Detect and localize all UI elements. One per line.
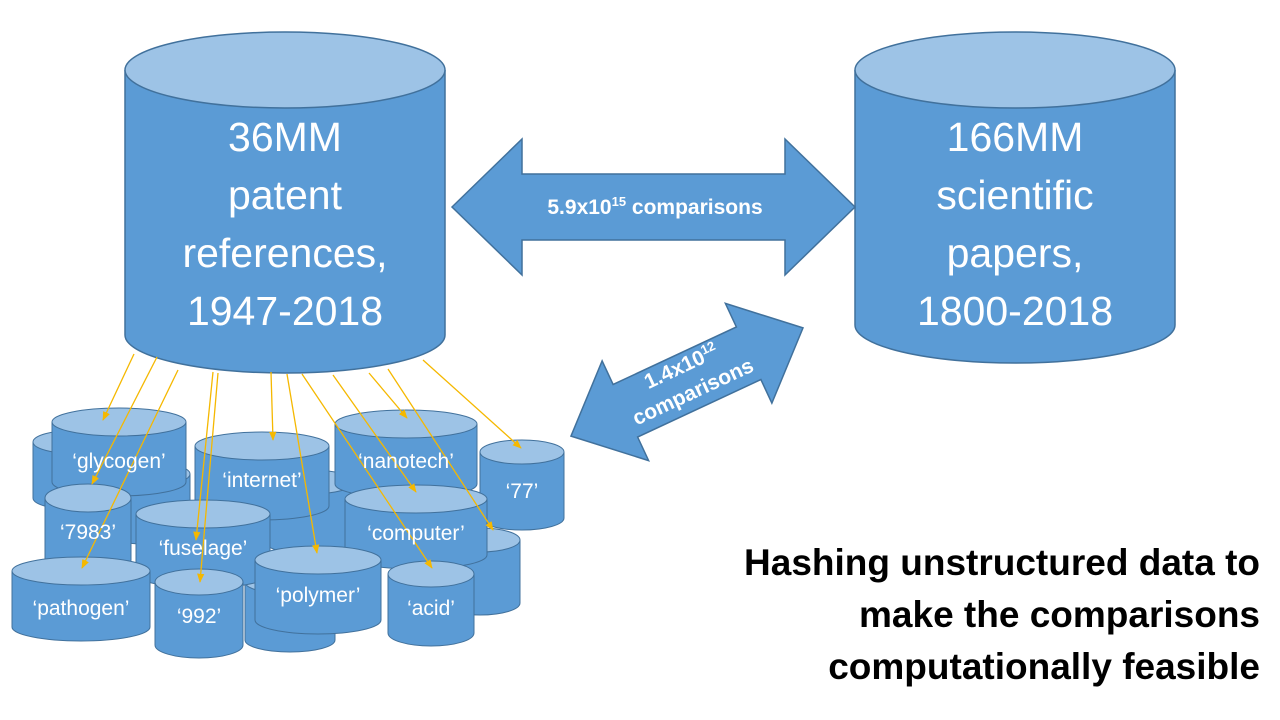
papers-database [854, 31, 1176, 364]
papers-line3: papers, [946, 230, 1084, 276]
bucket-nanotech [334, 409, 478, 499]
bucket-label: ‘internet’ [222, 469, 302, 492]
connector-line [197, 372, 219, 583]
connector-line [387, 368, 494, 531]
bucket-acid [387, 560, 475, 647]
connector-line [368, 372, 408, 419]
top-arrow-base: 5.9x10 [547, 196, 612, 219]
top-arrow-label: 5.9x1015 comparisons [490, 194, 820, 220]
bucket-label: ‘glycogen’ [72, 450, 166, 473]
bucket-label: ‘nanotech’ [358, 450, 454, 473]
headline-line2: make the comparisons [859, 594, 1260, 635]
hash-connectors [81, 353, 522, 583]
connector-line [301, 373, 433, 569]
papers-line2: scientific [936, 172, 1094, 218]
headline-line1: Hashing unstructured data to [744, 542, 1260, 583]
bucket-label: ‘acid’ [407, 597, 455, 620]
top-arrow-exponent: 15 [611, 194, 627, 209]
connector-line [102, 353, 135, 421]
connector-line [286, 373, 320, 554]
bucket-pathogen [11, 556, 151, 642]
bucket-glycogen [51, 407, 187, 497]
patents-label: 36MM patent references, 1947-2018 [125, 108, 445, 340]
connector-line [193, 371, 214, 541]
top-arrow-suffix: comparisons [626, 196, 763, 219]
bucket-computer [344, 484, 488, 570]
bucket-label: ‘77’ [505, 480, 539, 503]
patents-line2: patent [228, 172, 342, 218]
patents-count: 36MM [228, 114, 342, 160]
patents-line4: 1947-2018 [186, 288, 384, 334]
papers-label: 166MM scientific papers, 1800-2018 [855, 108, 1175, 340]
headline-line3: computationally feasible [828, 646, 1260, 687]
bucket-77 [479, 439, 565, 531]
connector-line [269, 371, 277, 441]
patents-line3: references, [182, 230, 388, 276]
patents-database [124, 31, 446, 374]
bucket-label: ‘992’ [176, 605, 222, 628]
bucket-label: ‘polymer’ [275, 584, 361, 607]
connector-line [91, 356, 158, 485]
papers-count: 166MM [946, 114, 1084, 160]
connector-line [81, 369, 179, 569]
top-double-arrow [450, 137, 857, 277]
connector-line [332, 374, 417, 493]
bucket-label: ‘7983’ [59, 521, 117, 544]
hash-bucket-cylinders [11, 407, 565, 659]
bucket-polymer [254, 545, 382, 635]
connector-line [422, 359, 522, 449]
papers-line4: 1800-2018 [916, 288, 1114, 334]
bucket-label: ‘pathogen’ [32, 597, 130, 620]
bucket-label: ‘computer’ [367, 522, 465, 545]
bucket-label: ‘fuselage’ [158, 537, 248, 560]
bottom-double-arrow [569, 302, 805, 462]
headline: Hashing unstructured data to make the co… [744, 537, 1260, 693]
